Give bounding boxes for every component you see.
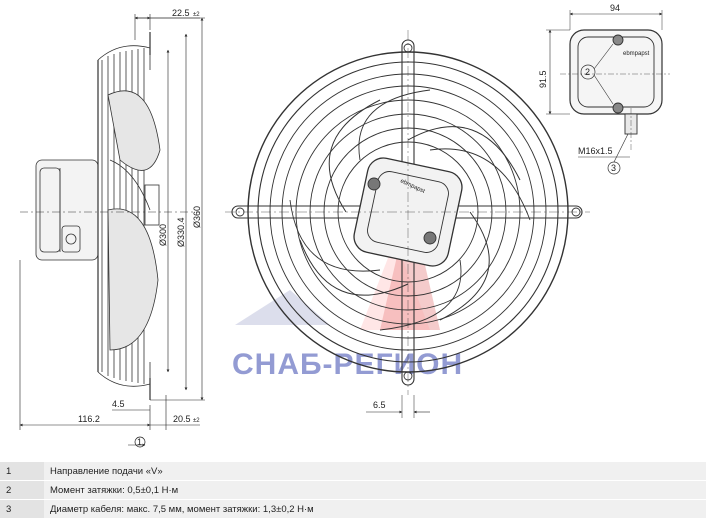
dim-bottom-small: 4.5 [112, 399, 125, 409]
terminal-box [546, 10, 670, 175]
legend-table: 1 Направление подачи «V» 2 Момент затяжк… [0, 462, 706, 519]
dim-bottom-right: 20.5 [173, 414, 191, 424]
front-view [225, 30, 590, 395]
terminal-thread: M16x1.5 [578, 146, 613, 156]
watermark-mountain-left [235, 290, 330, 325]
callout-2-label: 2 [585, 67, 590, 77]
legend-text: Направление подачи «V» [44, 462, 706, 481]
motor-housing [35, 159, 99, 261]
dim-dia-inner: Ø300 [158, 224, 168, 246]
technical-drawing: СНАБ-РЕГИОН [19, 3, 670, 448]
dim-terminal-width: 94 [610, 3, 620, 13]
legend-num: 1 [0, 462, 44, 481]
side-dimension-labels: 22.5 ±2 Ø300 Ø330.4 Ø360 4.5 116.2 20.5 … [78, 8, 202, 448]
front-screw-top [367, 177, 381, 191]
terminal-brand: ebmpapst [623, 51, 650, 57]
dim-dia-mid: Ø330.4 [176, 217, 186, 247]
dim-dia-outer: Ø360 [192, 206, 202, 228]
legend-num: 3 [0, 499, 44, 519]
legend-row: 3 Диаметр кабеля: макс. 7,5 мм, момент з… [0, 499, 706, 519]
callout-2-circle [580, 64, 596, 80]
dim-top-offset-tol: ±2 [193, 12, 200, 18]
blade-bottom [107, 208, 159, 351]
front-screw-bottom [423, 231, 437, 245]
legend-text: Диаметр кабеля: макс. 7,5 мм, момент зат… [44, 499, 706, 519]
dim-front-bottom: 6.5 [373, 400, 386, 410]
callout-1-circle [134, 436, 146, 448]
terminal-box-labels: 94 91.5 ebmpapst M16x1.5 2 3 [538, 3, 650, 173]
watermark-text: СНАБ-РЕГИОН [232, 348, 463, 381]
legend-row: 2 Момент затяжки: 0,5±0,1 Н·м [0, 480, 706, 500]
watermark-mountain-red [380, 200, 440, 330]
callout-1-label: 1 [137, 437, 142, 447]
terminal-screw-top [612, 34, 624, 46]
side-dimensions [19, 14, 205, 447]
legend-text: Момент затяжки: 0,5±0,1 Н·м [44, 480, 706, 500]
legend-num: 2 [0, 480, 44, 500]
terminal-screw-bottom [612, 102, 624, 114]
dim-terminal-height: 91.5 [538, 70, 548, 88]
callout-3-label: 3 [611, 163, 616, 173]
terminal-box-body [569, 29, 663, 115]
watermark: СНАБ-РЕГИОН [232, 200, 463, 381]
watermark-mountain-pink [360, 240, 430, 330]
dim-bottom-left: 116.2 [78, 414, 100, 424]
side-view [20, 32, 200, 400]
legend-row: 1 Направление подачи «V» [0, 462, 706, 481]
cable-gland [61, 225, 81, 253]
dim-top-offset: 22.5 [172, 8, 190, 18]
blade-top [107, 90, 161, 171]
hub [144, 184, 160, 226]
dim-bottom-right-tol: ±2 [193, 418, 200, 424]
